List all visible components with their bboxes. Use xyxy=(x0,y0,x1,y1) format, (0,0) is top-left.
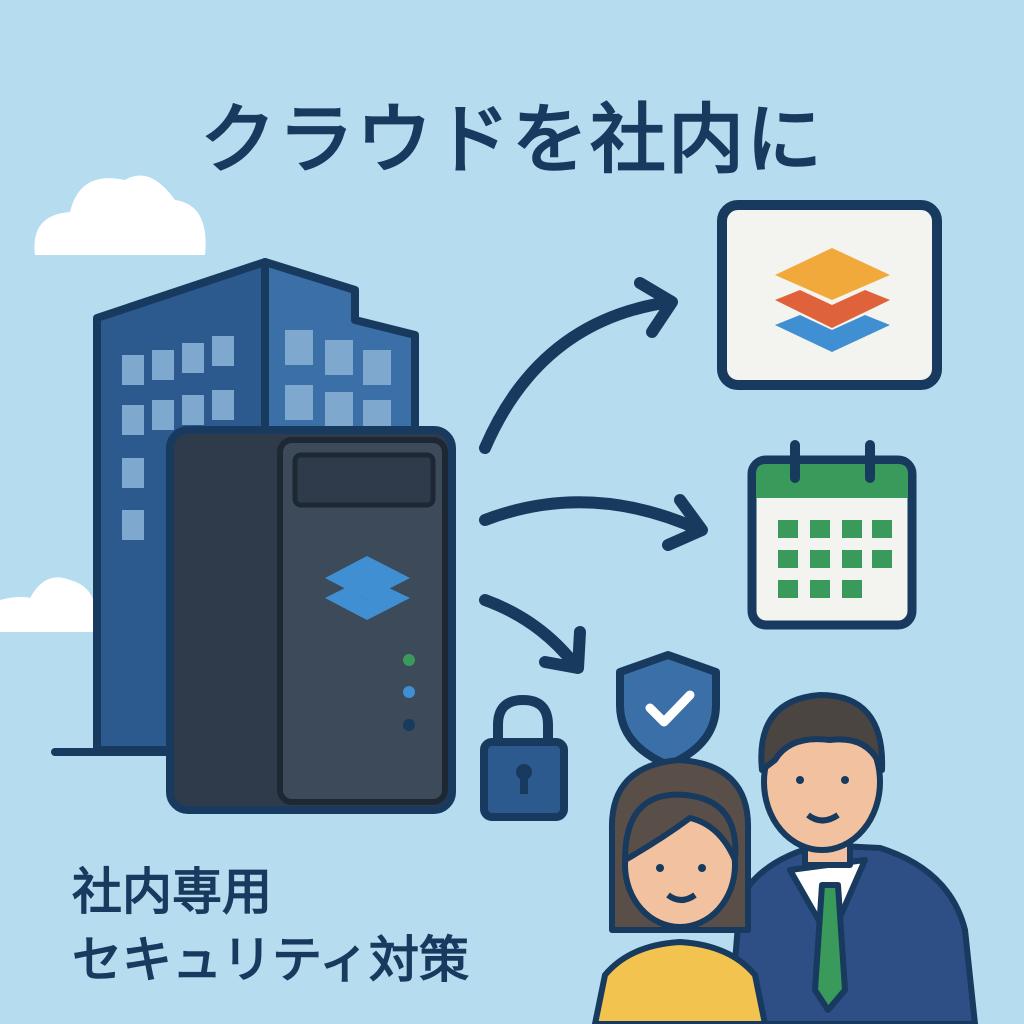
page-title: クラウドを社内に xyxy=(200,95,824,184)
stack-logo-icon xyxy=(325,556,410,620)
caption: 社内専用 セキュリティ対策 xyxy=(72,858,469,994)
arrow-icon xyxy=(479,277,708,674)
woman-avatar xyxy=(592,757,768,1024)
caption-line-2: セキュリティ対策 xyxy=(72,931,469,989)
man-avatar xyxy=(727,692,978,1024)
layers-app-icon xyxy=(717,200,942,390)
caption-line-1: 社内専用 xyxy=(72,863,272,921)
lock-icon xyxy=(480,694,568,821)
cloud-icon xyxy=(34,175,206,255)
calendar-icon xyxy=(747,440,917,630)
cloud-icon xyxy=(0,577,95,632)
shield-check-icon xyxy=(616,651,720,769)
server-icon xyxy=(166,426,456,814)
